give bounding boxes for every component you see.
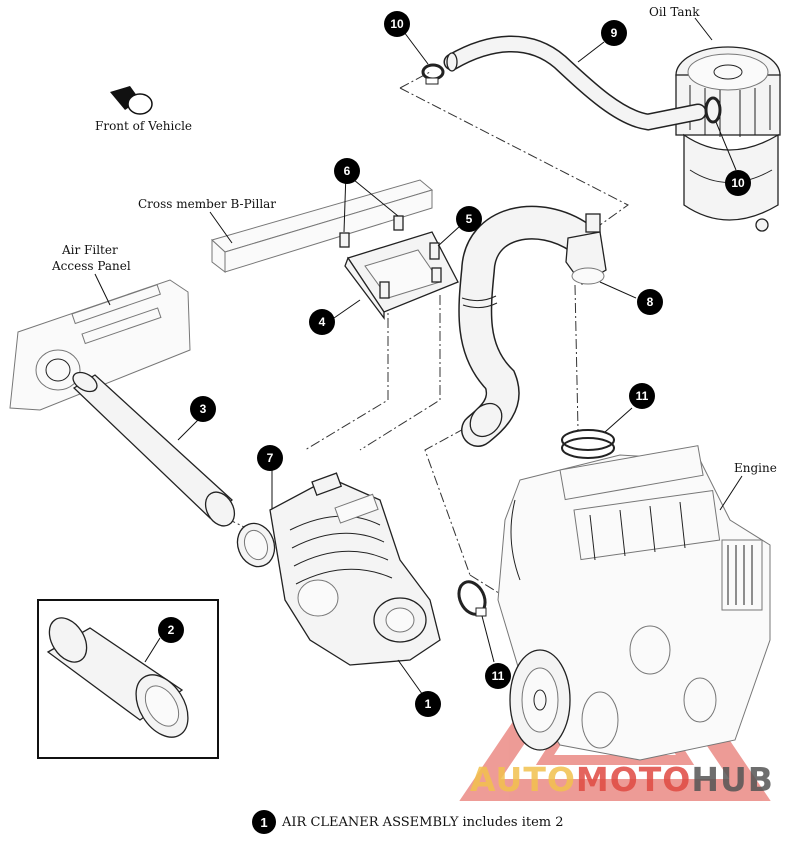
callout-10-tank: 10 xyxy=(725,170,751,196)
callout-11-lower: 11 xyxy=(485,663,511,689)
hose-clamp-11-upper xyxy=(561,429,615,459)
svg-text:9: 9 xyxy=(611,26,618,40)
callout-6: 6 xyxy=(334,158,360,184)
svg-text:11: 11 xyxy=(492,669,505,683)
hose-clamp-11-lower xyxy=(457,580,487,617)
engine xyxy=(497,445,771,761)
leader-9 xyxy=(577,41,605,63)
leader-10-left xyxy=(403,31,429,65)
callout-2: 2 xyxy=(158,617,184,643)
leader-3 xyxy=(177,417,201,441)
hose-clamp-10-tank xyxy=(704,96,722,124)
filter-element-inset xyxy=(37,599,219,759)
intake-tube-3 xyxy=(72,371,236,527)
legend-text: AIR CLEANER ASSEMBLY includes item 2 xyxy=(282,814,564,830)
svg-text:3: 3 xyxy=(200,402,207,416)
callout-8: 8 xyxy=(637,289,663,315)
callout-3: 3 xyxy=(190,396,216,422)
leader-11-lower xyxy=(481,615,495,663)
oil-tank xyxy=(675,46,781,232)
engine-leader xyxy=(719,475,743,511)
svg-text:7: 7 xyxy=(267,451,274,465)
watermark-part-moto: MOTO xyxy=(575,760,692,799)
bracket-bolts-5 xyxy=(379,242,442,299)
leader-8 xyxy=(599,281,637,299)
svg-text:1: 1 xyxy=(425,697,432,711)
air-filter-leader xyxy=(94,273,111,306)
svg-text:10: 10 xyxy=(390,17,404,31)
callout-5: 5 xyxy=(456,206,482,232)
leader-4 xyxy=(333,299,361,319)
air-cleaner-assembly-1 xyxy=(269,472,441,666)
oil-tank-leader xyxy=(694,17,713,41)
air-filter-access-panel xyxy=(9,279,191,411)
watermark-part-auto: AUTO xyxy=(470,760,576,799)
intake-duct-8 xyxy=(458,205,607,447)
watermark-part-hub: HUB xyxy=(691,760,774,799)
leader-10-tank xyxy=(715,121,737,171)
svg-text:11: 11 xyxy=(636,389,649,403)
leader-5 xyxy=(437,225,461,247)
callout-9: 9 xyxy=(601,20,627,46)
cross-member-label: Cross member B-Pillar xyxy=(138,197,276,211)
svg-text:5: 5 xyxy=(466,212,473,226)
front-of-vehicle-label: Front of Vehicle xyxy=(95,119,192,133)
svg-text:8: 8 xyxy=(647,295,654,309)
callout-4: 4 xyxy=(309,309,335,335)
cross-member-leader xyxy=(209,211,233,244)
oil-tank-hose-9 xyxy=(443,35,707,131)
svg-text:2: 2 xyxy=(168,623,175,637)
air-filter-label-line1: Air Filter xyxy=(61,243,118,257)
leader-1 xyxy=(397,659,426,699)
callout-1: 1 xyxy=(415,691,441,717)
front-of-vehicle-arrow-icon xyxy=(110,86,153,115)
callout-7: 7 xyxy=(257,445,283,471)
oil-tank-label: Oil Tank xyxy=(649,5,700,19)
svg-text:10: 10 xyxy=(731,176,745,190)
cross-member-b-pillar xyxy=(211,179,434,274)
svg-text:4: 4 xyxy=(319,315,326,329)
engine-label: Engine xyxy=(734,461,777,475)
callout-11-upper: 11 xyxy=(629,383,655,409)
legend-footer: 1 AIR CLEANER ASSEMBLY includes item 2 xyxy=(252,808,672,836)
leader-6b xyxy=(353,179,399,217)
air-filter-label-line2: Access Panel xyxy=(51,259,131,273)
bracket-clips-6 xyxy=(339,215,404,248)
watermark-text: AUTOMOTOHUB xyxy=(470,760,800,800)
legend-callout-number: 1 xyxy=(252,810,276,834)
callout-10-left: 10 xyxy=(384,11,410,37)
hose-clamp-10-left xyxy=(421,63,445,85)
leader-2 xyxy=(144,637,161,663)
svg-text:6: 6 xyxy=(344,164,351,178)
leader-11-upper xyxy=(604,407,633,433)
intake-seal-7 xyxy=(236,522,276,568)
